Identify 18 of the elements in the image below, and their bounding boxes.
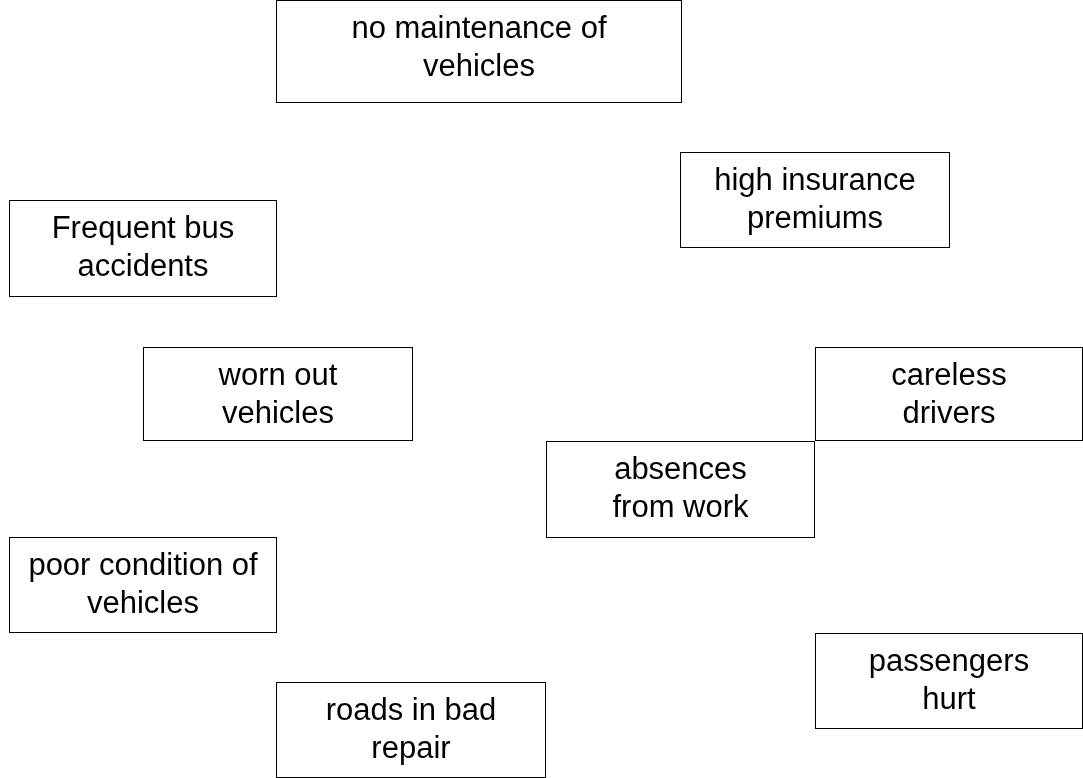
cause-box [680,152,950,248]
box-label: worn out vehicles [217,356,339,432]
box-label: careless drivers [890,356,1008,432]
cause-box [276,0,682,103]
box-label: passengers hurt [867,642,1031,718]
box-label: absences from work [611,450,750,526]
cause-box [815,633,1083,729]
cause-box [9,537,277,633]
box-label: Frequent bus accidents [50,209,236,285]
cause-box [9,200,277,297]
cause-box [143,347,413,441]
cause-box [815,347,1083,441]
box-label: roads in bad repair [324,691,498,767]
box-label: high insurance premiums [713,161,917,237]
box-label: no maintenance of vehicles [350,9,608,85]
cause-box [276,682,546,778]
cause-box [546,441,815,538]
box-label: poor condition of vehicles [27,546,259,622]
